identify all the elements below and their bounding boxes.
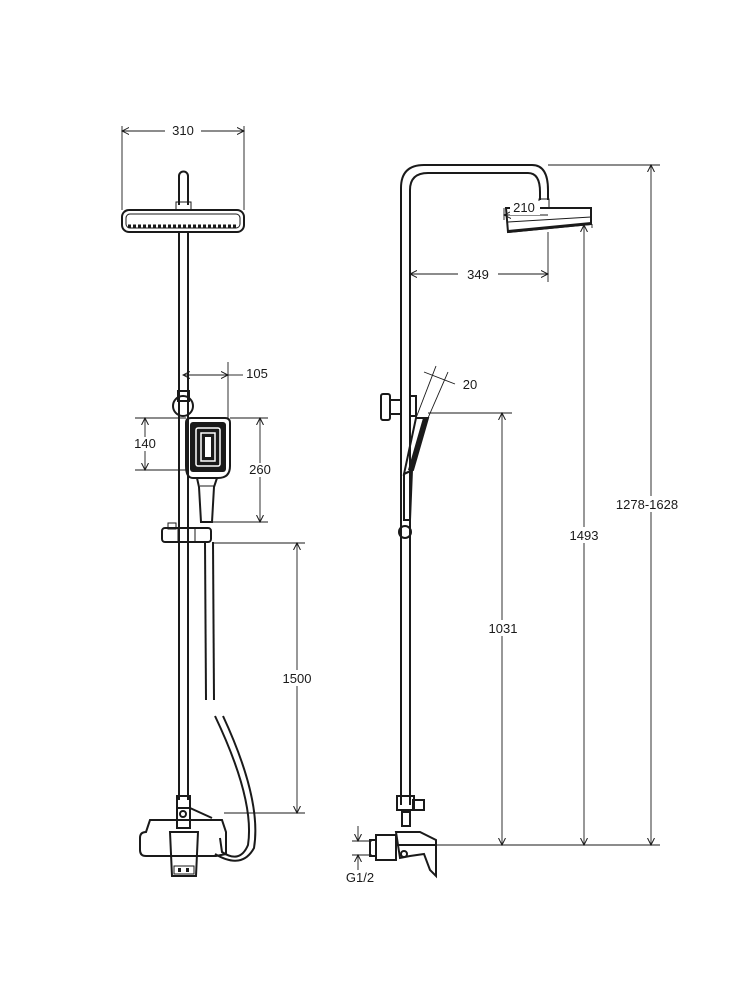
dim-head-diameter: 210 <box>504 200 548 220</box>
side-overhead-shower-head <box>504 198 592 234</box>
front-riser-pipe <box>178 232 189 800</box>
front-head-connector <box>175 170 192 211</box>
dim-hand-inner: 140 <box>132 418 186 470</box>
dim-head-width-label: 310 <box>172 123 194 138</box>
dim-hand-thickness: 20 <box>415 365 477 419</box>
dim-hose-length: 1500 <box>212 543 316 813</box>
side-hand-shower <box>398 417 430 539</box>
dim-hand-inner-label: 140 <box>134 436 156 451</box>
dim-hand-offset-label: 105 <box>246 366 268 381</box>
dim-thread: G1/2 <box>346 826 374 885</box>
dim-thread-label: G1/2 <box>346 870 374 885</box>
dim-total-height: 1278-1628 <box>548 165 686 845</box>
dim-arm-reach: 349 <box>410 232 548 282</box>
dim-head-height-label: 1493 <box>570 528 599 543</box>
dim-hand-height-label: 260 <box>249 462 271 477</box>
dim-head-height: 1493 <box>512 224 604 845</box>
front-mixer-valve <box>139 795 227 877</box>
front-hose <box>204 541 257 862</box>
dim-hand-mount-height-label: 1031 <box>489 621 518 636</box>
dim-hose-length-label: 1500 <box>283 671 312 686</box>
side-mixer-valve <box>369 795 437 879</box>
side-view: 210 349 20 1031 <box>346 164 686 885</box>
front-upper-slider <box>172 390 194 417</box>
front-hand-shower <box>185 417 231 523</box>
dim-head-diameter-label: 210 <box>513 200 535 215</box>
front-view: 310 105 140 260 <box>121 123 316 877</box>
dim-total-height-label: 1278-1628 <box>616 497 678 512</box>
dim-hand-height: 260 <box>213 418 276 522</box>
dim-hand-mount-height: 1031 <box>428 413 522 845</box>
dim-arm-reach-label: 349 <box>467 267 489 282</box>
front-overhead-shower-head <box>121 209 245 233</box>
side-riser-arm <box>400 164 549 805</box>
dim-hand-thickness-label: 20 <box>463 377 477 392</box>
front-lower-slider <box>161 522 212 543</box>
dim-hand-offset: 105 <box>183 362 268 418</box>
side-slider-knob <box>380 393 417 421</box>
dim-head-width: 310 <box>122 123 244 210</box>
